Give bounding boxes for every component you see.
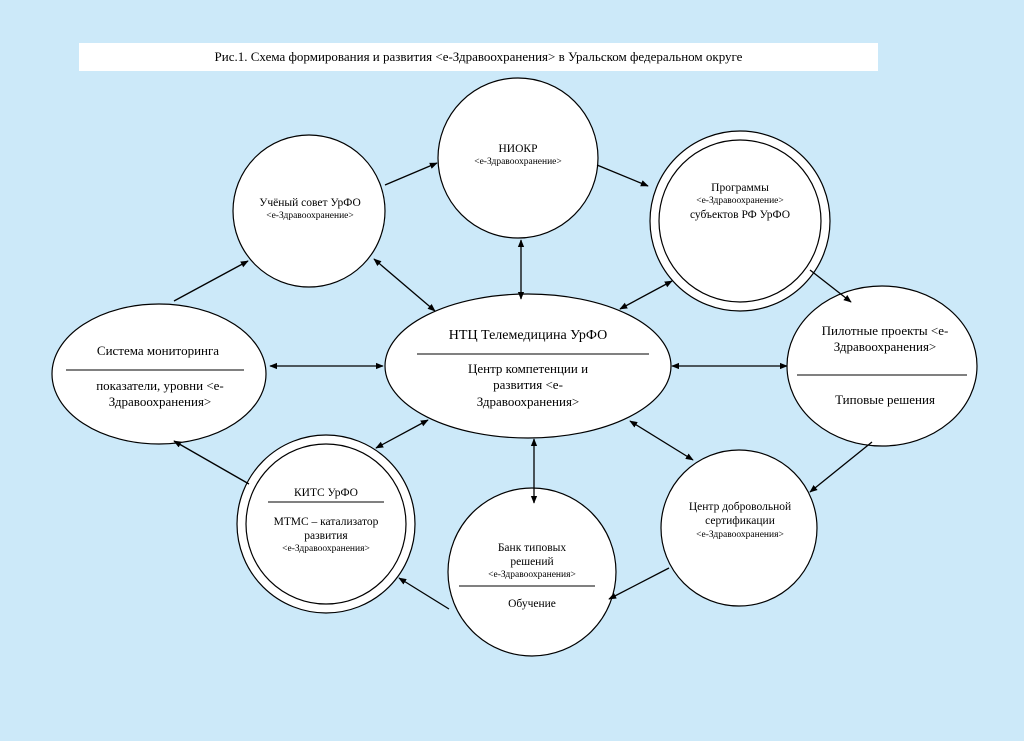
monitoring-title-text: Система мониторинга (96, 343, 220, 358)
bank-title-text: Банк типовых решений (497, 542, 567, 569)
certification-circle (660, 449, 818, 607)
programs-title-text: Программы (711, 182, 769, 194)
certification-title-text: Центр добровольной сертификации (688, 501, 792, 528)
monitoring-subtitle: показатели, уровни <е-Здравоохранения> (80, 378, 240, 411)
arrow-certification-bank (608, 567, 670, 600)
arrow-monitoring-council (173, 260, 249, 302)
arrow-kits-monitoring (173, 440, 250, 485)
programs-subtitle: <е-Здравоохранение> (674, 196, 806, 208)
bank-learning-text: Обучение (508, 598, 556, 610)
bank-subtitle: <е-Здравоохранения> (466, 570, 598, 582)
kits-ehealth: <е-Здравоохранения> (260, 544, 392, 556)
center-subtitle-text: Центр компетенции и развития <е-Здравоох… (467, 361, 589, 409)
center-title-text: НТЦ Телемедицина УрФО (448, 328, 608, 343)
kits-title: КИТС УрФО (266, 486, 386, 500)
arrow-programs-pilot (809, 269, 852, 303)
niokr-title: НИОКР (458, 142, 578, 156)
kits-title-text: КИТС УрФО (294, 487, 358, 499)
pilot-title: Пилотные проекты <е-Здравоохранения> (805, 323, 965, 356)
certification-subtitle-text: <е-Здравоохранения> (696, 530, 784, 540)
monitoring-subtitle-text: показатели, уровни <е-Здравоохранения> (96, 378, 224, 410)
monitoring-title: Система мониторинга (73, 343, 243, 359)
center-subtitle: Центр компетенции и развития <е-Здравоох… (453, 361, 603, 410)
bank-learning: Обучение (482, 597, 582, 611)
monitoring-ellipse (51, 303, 267, 445)
council-title: Учёный совет УрФО (245, 196, 375, 210)
figure-caption-text: Рис.1. Схема формирования и развития <е-… (214, 49, 743, 64)
council-subtitle-text: <е-Здравоохранение> (266, 211, 354, 221)
pilot-title-text: Пилотные проекты <е-Здравоохранения> (821, 323, 949, 355)
arrow-niokr-programs (596, 164, 649, 187)
niokr-subtitle: <е-Здравоохранение> (452, 157, 584, 169)
arrow-bank-kits (398, 577, 450, 610)
kits-ehealth-text: <е-Здравоохранения> (282, 544, 370, 554)
certification-subtitle: <е-Здравоохранения> (674, 530, 806, 542)
kits-subtitle-text: МТМС – катализатор развития (273, 516, 379, 543)
figure-caption: Рис.1. Схема формирования и развития <е-… (79, 43, 878, 71)
niokr-subtitle-text: <е-Здравоохранение> (474, 157, 562, 167)
arrow-center-certification (629, 420, 694, 461)
certification-title: Центр добровольной сертификации (680, 500, 800, 529)
council-subtitle: <е-Здравоохранение> (245, 211, 375, 223)
arrow-center-kits (375, 419, 429, 449)
kits-subtitle: МТМС – катализатор развития (266, 515, 386, 544)
programs-inner-circle (658, 139, 822, 303)
arrow-center-programs (619, 280, 673, 310)
center-ellipse (384, 293, 672, 439)
kits-inner-circle (245, 443, 407, 605)
bank-subtitle-text: <е-Здравоохранения> (488, 570, 576, 580)
programs-subjects-text: субъектов РФ УрФО (689, 209, 791, 221)
programs-subjects: субъектов РФ УрФО (674, 208, 806, 222)
council-title-text: Учёный совет УрФО (259, 197, 361, 209)
programs-title: Программы (680, 181, 800, 195)
pilot-subtitle-text: Типовые решения (835, 392, 935, 407)
arrow-council-niokr (384, 162, 438, 186)
center-title: НТЦ Телемедицина УрФО (418, 327, 638, 345)
niokr-title-text: НИОКР (498, 143, 538, 155)
niokr-circle (437, 77, 599, 239)
pilot-subtitle: Типовые решения (805, 392, 965, 408)
programs-subtitle-text: <е-Здравоохранение> (696, 196, 784, 206)
bank-title: Банк типовых решений (482, 541, 582, 570)
arrow-pilot-certification (809, 441, 873, 493)
council-circle (232, 134, 386, 288)
pilot-ellipse (786, 285, 978, 447)
arrow-center-council (373, 258, 436, 312)
